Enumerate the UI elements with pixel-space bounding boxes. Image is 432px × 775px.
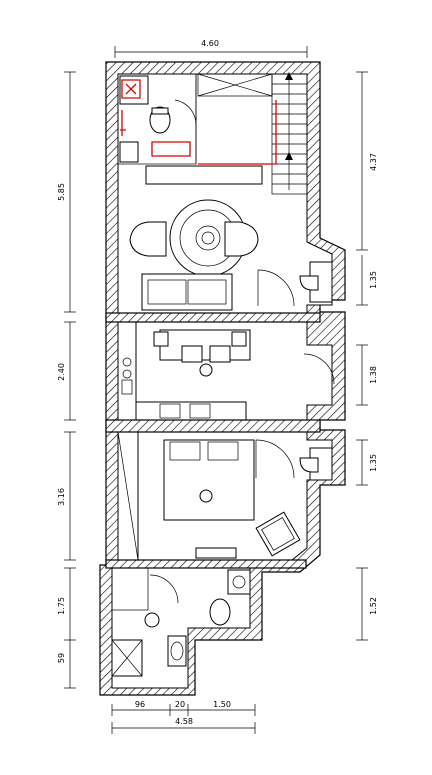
chair [129, 221, 167, 257]
dim-right-bath: 1.52 [369, 597, 378, 615]
upper-room [117, 72, 333, 311]
dim-right-bay2: 1.38 [369, 366, 378, 384]
armchair [255, 511, 301, 557]
shower [119, 75, 149, 105]
dim-right-bay1: 1.35 [369, 271, 378, 289]
dim-right-bay3: 1.35 [369, 454, 378, 472]
dim-bottom-c: 1.50 [213, 700, 231, 709]
dim-left-bath: 1.75 [57, 597, 66, 615]
dim-bottom-b: 20 [175, 700, 185, 709]
sink [119, 141, 139, 163]
chair [224, 221, 259, 257]
dim-left-total: 5.85 [57, 183, 66, 201]
bed [163, 439, 255, 521]
dimension-lines [64, 46, 368, 734]
kitchen [117, 321, 335, 421]
dim-left-small: 59 [57, 653, 66, 663]
dimension-labels: 4.60 5.85 2.40 3.16 1.75 59 4.37 1.35 1.… [57, 39, 378, 726]
dim-right-stair: 4.37 [369, 153, 378, 171]
dividing-walls [105, 312, 321, 569]
toilet [209, 598, 231, 626]
sofa [141, 273, 233, 311]
staircase [271, 72, 308, 195]
tv-bench [145, 165, 263, 185]
dim-top-width: 4.60 [201, 39, 219, 48]
dim-left-middle: 2.40 [57, 363, 66, 381]
dim-bottom-a: 96 [135, 700, 145, 709]
dim-bottom-total: 4.58 [175, 717, 193, 726]
kitchen-counter [117, 321, 137, 421]
dim-left-lower: 3.16 [57, 488, 66, 506]
bathroom [111, 567, 251, 677]
washbasin [227, 569, 251, 595]
